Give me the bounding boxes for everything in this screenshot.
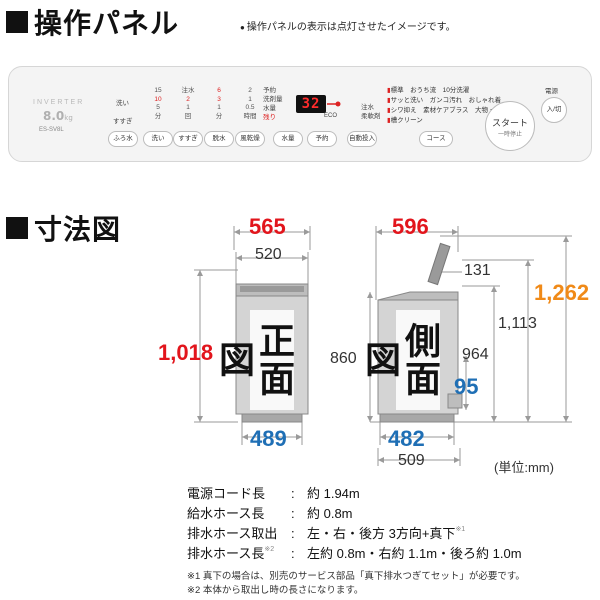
side-base-outer-value: 509 [398,452,425,469]
furo-water-button[interactable]: ふろ水 [108,131,138,147]
spec-key: 給水ホース長 [187,506,265,521]
spec-row: 電源コード長:約 1.94m [187,484,522,504]
footnote-mark: ※1 [455,526,466,533]
footnote-mark: ※2 [264,546,275,553]
spec-key: 排水ホース長※2 [187,546,275,561]
side-hose-height-value: 95 [454,374,479,399]
spec-row: 排水ホース長※2:左約 0.8m・右約 1.1m・後ろ約 1.0m [187,544,522,564]
front-inner-width-value: 520 [255,246,282,263]
side-body-height-value: 964 [462,346,489,363]
dimension-drawing [194,226,572,466]
heading-square-icon [6,217,28,239]
side-view-label: 側面図 [360,310,441,410]
front-view-label: 正面図 [214,310,295,410]
front-height-value: 1,018 [158,340,214,365]
dimension-section-title: 寸法図 [34,214,122,245]
spec-table: 電源コード長:約 1.94m 給水ホース長:約 0.8m 排水ホース取出:左・右… [187,484,522,564]
side-offset-value: 131 [464,262,491,279]
spec-row: 給水ホース長:約 0.8m [187,504,522,524]
footnotes: ※1 真下の場合は、別売のサービス部品「真下排水つぎてセット」が必要です。 ※2… [187,570,525,598]
timer-labels: 予約洗剤量水量残り [263,87,283,121]
start-button[interactable]: スタート 一時停止 [485,101,535,151]
front-base-value: 489 [250,426,287,451]
led-display: 32 [296,95,326,113]
spec-row: 排水ホース取出:左・右・後方 3方向+真下※1 [187,524,522,544]
rinse-button[interactable]: すすぎ [173,131,203,147]
power-label: 電源 [545,88,558,95]
spec-key: 電源コード長 [187,486,266,501]
footnote-1: ※1 真下の場合は、別売のサービス部品「真下排水つぎてセット」が必要です。 [187,571,525,582]
eco-arrow-icon [327,101,341,107]
eco-label: ECO [324,113,338,119]
spec-value: 左・右・後方 3方向+真下※1 [307,526,466,541]
misc-labels: 注水柔軟剤 [361,104,381,120]
spec-value: 約 1.94m [307,486,360,501]
power-button[interactable]: 入/切 [541,97,567,123]
reserve-button[interactable]: 予約 [307,131,337,147]
auto-dose-button[interactable]: 自動投入 [347,131,377,147]
spec-value: 左約 0.8m・右約 1.1m・後ろ約 1.0m [307,546,522,561]
course-button[interactable]: コース [419,131,453,147]
brand-label: INVERTER [33,99,85,106]
water-level-button[interactable]: 水量 [273,131,303,147]
panel-note: 操作パネルの表示は点灯させたイメージです。 [240,18,456,33]
wash-label: 洗い [116,100,129,107]
dimension-section-heading: 寸法図 [6,208,121,248]
side-height-value: 1,113 [498,315,537,332]
lid-height-value: 860 [330,350,357,367]
rinse-label: すすぎ [113,118,133,125]
spin-button[interactable]: 脱水 [204,131,234,147]
spec-key: 排水ホース取出 [187,526,278,541]
footnote-2: ※2 本体から取出し時の長さになります。 [187,585,364,596]
air-dry-button[interactable]: 風乾燥 [235,131,265,147]
unit-label: (単位:mm) [494,460,554,475]
panel-section-title: 操作パネル [34,8,180,39]
side-base-value: 482 [388,426,425,451]
side-depth-value: 596 [392,214,429,239]
side-open-height-value: 1,262 [534,280,590,305]
wash-button[interactable]: 洗い [143,131,173,147]
spec-value: 約 0.8m [307,506,353,521]
model-label: ES-SV8L [39,127,64,133]
panel-section-heading: 操作パネル [6,2,179,42]
capacity-label: 8.0kg [43,109,73,123]
heading-square-icon [6,11,28,33]
front-width-value: 565 [249,214,286,239]
